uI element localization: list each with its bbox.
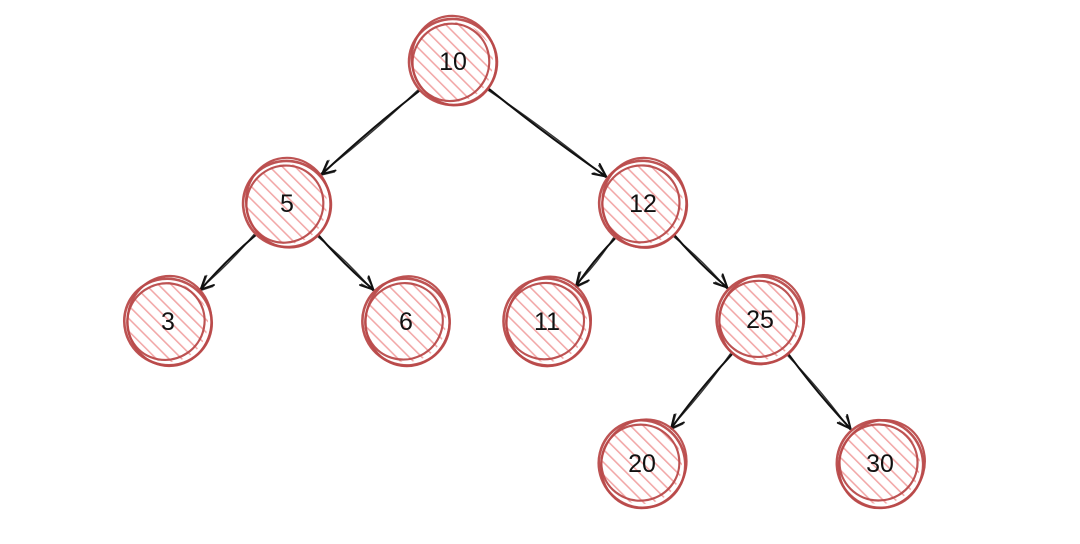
- node-label-3: 3: [161, 308, 175, 336]
- edges-layer: [199, 87, 853, 431]
- node-label-5: 5: [280, 190, 294, 218]
- edge-n10-n12: [487, 87, 609, 179]
- tree-node-20: 20: [597, 418, 688, 510]
- tree-node-10: 10: [407, 14, 499, 107]
- edge-n12-n25: [673, 234, 730, 290]
- tree-node-3: 3: [122, 274, 214, 368]
- node-label-12: 12: [629, 190, 657, 218]
- edge-n12-n11: [574, 237, 616, 289]
- edge-n25-n20: [669, 353, 733, 431]
- node-label-11: 11: [534, 308, 560, 336]
- node-label-6: 6: [399, 308, 413, 336]
- edge-n10-n5: [320, 89, 420, 176]
- tree-node-11: 11: [502, 275, 593, 368]
- tree-node-30: 30: [835, 418, 926, 510]
- nodes-layer: 10 5 12 3 6 11 25 20 30: [122, 14, 926, 510]
- edge-n25-n30: [786, 353, 853, 431]
- tree-node-6: 6: [361, 275, 451, 368]
- edge-n5-n6: [317, 234, 376, 292]
- tree-node-25: 25: [715, 273, 806, 366]
- tree-node-12: 12: [597, 156, 689, 249]
- node-label-30: 30: [866, 450, 894, 478]
- node-label-10: 10: [439, 48, 467, 76]
- node-label-20: 20: [628, 450, 656, 478]
- node-label-25: 25: [746, 306, 774, 334]
- edge-n5-n3: [199, 233, 257, 292]
- tree-node-5: 5: [241, 156, 333, 249]
